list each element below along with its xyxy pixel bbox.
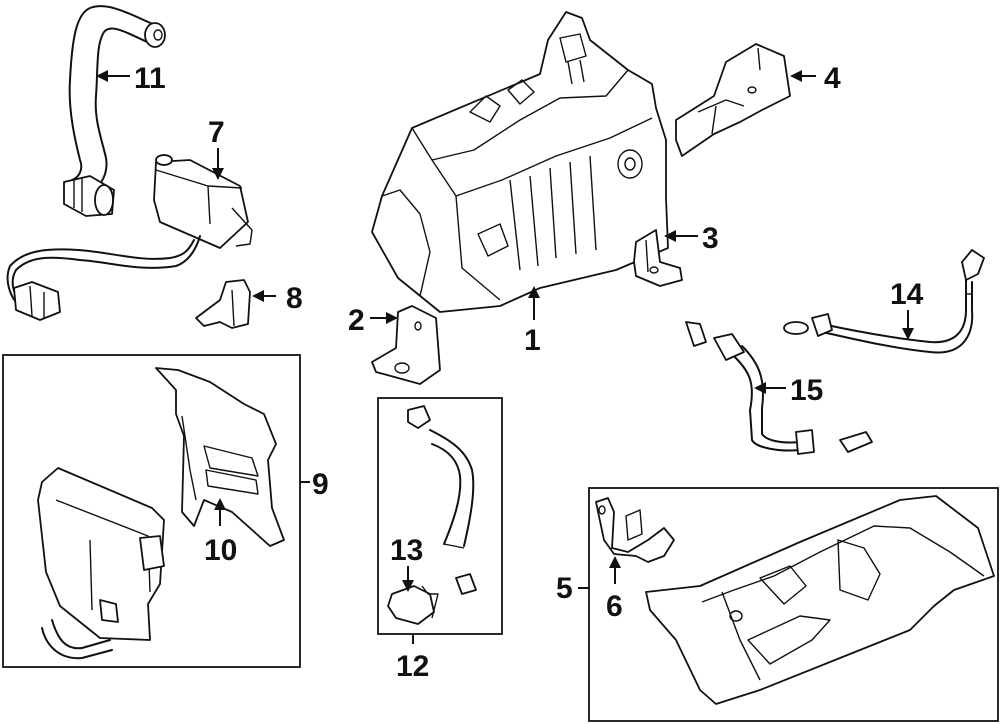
converter-bracket-drawing bbox=[195, 279, 251, 329]
callout-8: 8 bbox=[286, 282, 303, 315]
mounting-bracket-front-drawing bbox=[371, 305, 441, 385]
callout-4: 4 bbox=[824, 62, 841, 95]
callout-12: 12 bbox=[396, 650, 429, 683]
mounting-bracket-side-drawing bbox=[633, 229, 683, 287]
mounting-bracket-rear-drawing bbox=[675, 43, 791, 157]
control-module-bracket-drawing bbox=[155, 367, 285, 547]
callout-9: 9 bbox=[312, 468, 329, 501]
tray-assembly-drawing bbox=[645, 495, 995, 705]
callout-15: 15 bbox=[790, 374, 823, 407]
callout-2: 2 bbox=[348, 304, 365, 337]
callout-6: 6 bbox=[606, 590, 623, 623]
converter-module-drawing bbox=[6, 154, 253, 321]
group-box-9 bbox=[2, 354, 301, 668]
callout-10: 10 bbox=[204, 534, 237, 567]
hose-kit-drawing bbox=[387, 405, 477, 625]
ground-cable-drawing bbox=[783, 249, 985, 354]
callout-13: 13 bbox=[390, 534, 423, 567]
callout-3: 3 bbox=[702, 222, 719, 255]
callout-leaders bbox=[96, 70, 914, 644]
callout-1: 1 bbox=[524, 324, 541, 357]
callout-14: 14 bbox=[890, 278, 924, 311]
callout-7: 7 bbox=[208, 116, 225, 149]
coolant-hose-upper-drawing bbox=[63, 5, 166, 217]
callout-11: 11 bbox=[134, 62, 166, 95]
group-box-5 bbox=[588, 487, 999, 722]
inverter-assembly-drawing bbox=[371, 11, 669, 313]
control-module-drawing bbox=[37, 467, 165, 660]
callout-5: 5 bbox=[556, 572, 573, 605]
tray-bracket-drawing bbox=[595, 497, 675, 563]
group-box-12 bbox=[377, 397, 503, 635]
power-cable-drawing bbox=[685, 321, 873, 455]
